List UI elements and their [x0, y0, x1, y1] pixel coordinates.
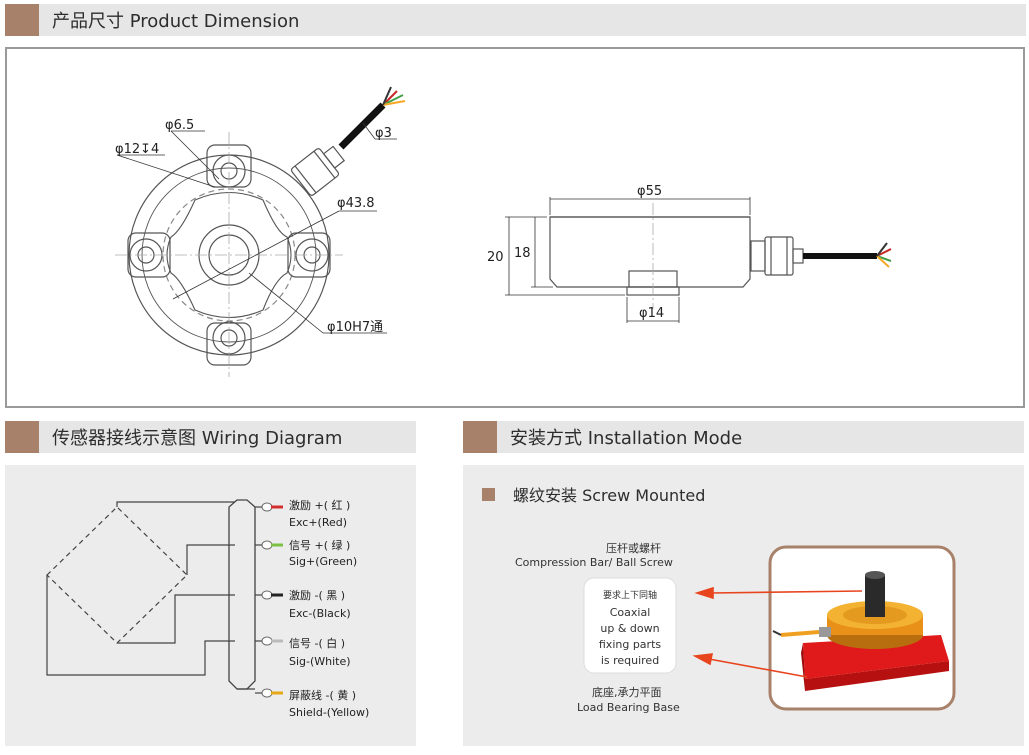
side-view-labels: φ55 20 18 φ14	[487, 184, 664, 321]
top-view	[115, 86, 406, 377]
top-label-en: Compression Bar/ Ball Screw	[515, 556, 673, 569]
header-accent-square	[5, 4, 39, 36]
counterbore-label: φ12↧4	[115, 142, 159, 157]
note-line: up & down	[600, 622, 659, 635]
body-height-label: 18	[514, 246, 531, 261]
boss-dia-label: φ14	[639, 306, 664, 321]
dimension-title: 产品尺寸 Product Dimension	[52, 11, 300, 32]
wire-label-en: Sig-(White)	[289, 655, 351, 668]
note-box: 要求上下同轴 Coaxial up & down fixing parts is…	[583, 577, 677, 674]
outer-dia-label: φ55	[637, 184, 662, 199]
wire-exc-plus	[261, 502, 283, 512]
bottom-label-en: Load Bearing Base	[577, 701, 680, 714]
side-view	[505, 197, 892, 323]
wiring-title: 传感器接线示意图 Wiring Diagram	[52, 428, 343, 449]
wiring-diagram: 激励 +( 红 ) Exc+(Red) 信号 +( 绿 ) Sig+(Green…	[5, 465, 416, 746]
wire-label-cn: 激励 +( 红 )	[289, 498, 350, 512]
installation-header: 安装方式 Installation Mode	[463, 421, 1024, 453]
total-height-label: 20	[487, 250, 504, 265]
header-accent-square	[5, 421, 39, 453]
wire-labels: 激励 +( 红 ) Exc+(Red) 信号 +( 绿 ) Sig+(Green…	[289, 498, 369, 719]
wire-shield	[261, 688, 283, 698]
wire-label-en: Shield-(Yellow)	[289, 706, 369, 719]
note-line: fixing parts	[599, 638, 662, 651]
top-label-cn: 压杆或螺杆	[606, 541, 661, 555]
bore-label: φ10H7通	[327, 320, 383, 335]
installation-title: 安装方式 Installation Mode	[510, 428, 743, 449]
hole-dia-label: φ6.5	[165, 118, 194, 133]
wire-exc-minus	[261, 590, 283, 600]
note-line: is required	[601, 654, 659, 667]
wire-sig-plus	[261, 540, 283, 550]
wire-label-en: Exc+(Red)	[289, 516, 347, 529]
wire-label-en: Sig+(Green)	[289, 555, 357, 568]
wire-label-cn: 屏蔽线 -( 黄 )	[289, 688, 356, 702]
subtitle-bullet	[482, 488, 495, 501]
photo-frame	[768, 545, 956, 711]
wire-label-cn: 信号 -( 白 )	[289, 636, 345, 650]
cable-dia-label: φ3	[375, 126, 392, 141]
install-subtitle: 螺纹安装 Screw Mounted	[513, 486, 705, 505]
bottom-label-cn: 底座,承力平面	[592, 685, 662, 699]
pointer-arrows	[692, 586, 863, 678]
note-cn: 要求上下同轴	[603, 589, 657, 601]
pcd-label: φ43.8	[337, 196, 375, 211]
dimension-drawing: φ6.5 φ12↧4 φ3 φ43.8 φ10H7通 φ55	[5, 47, 1025, 408]
top-view-labels: φ6.5 φ12↧4 φ3 φ43.8 φ10H7通	[115, 118, 392, 335]
wire-sig-minus	[261, 636, 283, 646]
dimension-header: 产品尺寸 Product Dimension	[5, 4, 1026, 36]
load-base	[803, 635, 949, 679]
note-line: Coaxial	[610, 606, 651, 619]
installation-panel: 螺纹安装 Screw Mounted 压杆或螺杆 Compression Bar…	[463, 465, 1024, 746]
wiring-header: 传感器接线示意图 Wiring Diagram	[5, 421, 416, 453]
wire-label-cn: 信号 +( 绿 )	[289, 538, 350, 552]
wire-label-en: Exc-(Black)	[289, 607, 351, 620]
compression-bar	[865, 575, 885, 617]
wire-ends	[261, 502, 283, 698]
wire-label-cn: 激励 -( 黑 )	[289, 588, 345, 602]
header-accent-square	[463, 421, 497, 453]
